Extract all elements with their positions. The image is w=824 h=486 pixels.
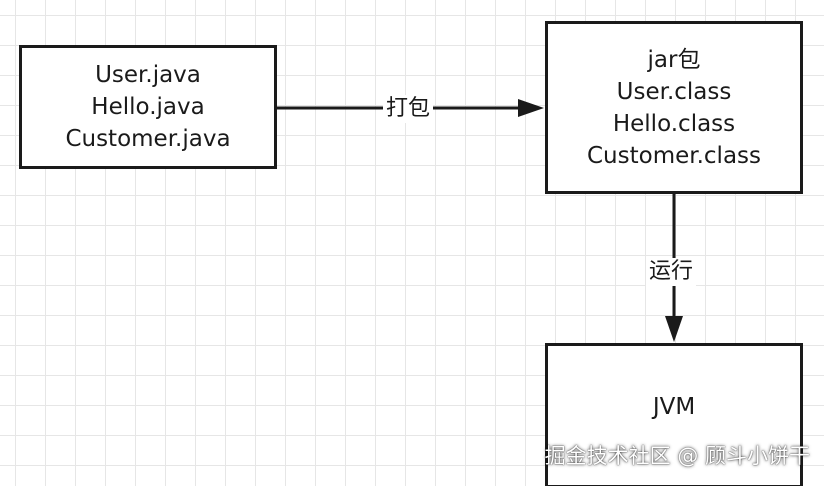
jar-title: jar包	[647, 46, 701, 73]
source-line-hello: Hello.java	[91, 94, 205, 120]
source-files-box: User.java Hello.java Customer.java	[19, 45, 277, 169]
watermark: 掘金技术社区 @ 顾斗小饼干	[544, 444, 810, 468]
edge-label-pack: 打包	[383, 95, 434, 123]
arrowhead-pack	[518, 99, 544, 117]
jvm-label: JVM	[652, 394, 696, 420]
jar-line-hello: Hello.class	[612, 110, 736, 137]
jvm-box: JVM	[545, 343, 803, 486]
jar-line-customer: Customer.class	[586, 142, 762, 169]
jar-line-user: User.class	[616, 78, 732, 105]
jar-package-box: jar包 User.class Hello.class Customer.cla…	[545, 21, 803, 194]
arrowhead-run	[665, 316, 683, 342]
source-line-user: User.java	[95, 62, 201, 88]
source-line-customer: Customer.java	[65, 126, 231, 152]
edge-label-run: 运行	[646, 258, 697, 286]
